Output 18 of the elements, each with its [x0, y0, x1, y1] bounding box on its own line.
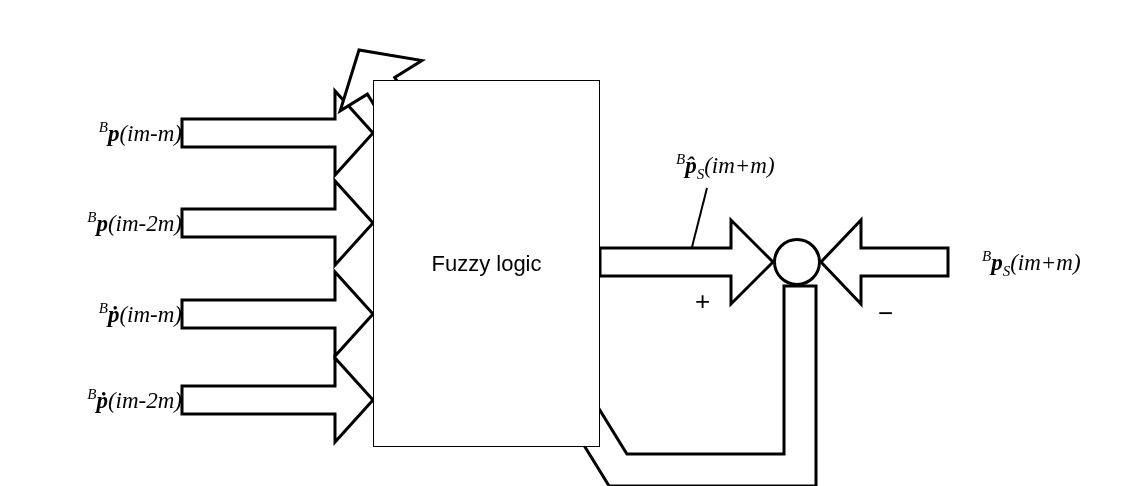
- process-box: [373, 80, 600, 447]
- block-title: Fuzzy logic: [431, 250, 542, 277]
- input-arrow: [180, 87, 376, 179]
- minus-sign: −: [878, 300, 894, 326]
- feedback-arrow: [337, 48, 818, 486]
- plus-sign: +: [695, 288, 711, 314]
- input-arrow: [180, 177, 376, 269]
- signal-label: $^{B}$p$_{S}$(im+m): [948, 242, 1126, 284]
- signal-label: $^{B}$p(im-m): [10, 113, 182, 153]
- edge-label: $^{B}$p̂$_{S}$(im+m): [676, 150, 775, 184]
- signal-label: $^{B}$ṗ(im-m): [10, 294, 182, 334]
- output-arrow: [598, 216, 776, 308]
- summing-junction-circle: [773, 238, 821, 286]
- input-arrow: [180, 268, 376, 360]
- reference-arrow: [818, 216, 950, 308]
- signal-label: $^{B}$p(im-2m): [10, 203, 182, 243]
- signal-label: $^{B}$ṗ(im-2m): [10, 380, 182, 420]
- input-arrow: [180, 354, 376, 446]
